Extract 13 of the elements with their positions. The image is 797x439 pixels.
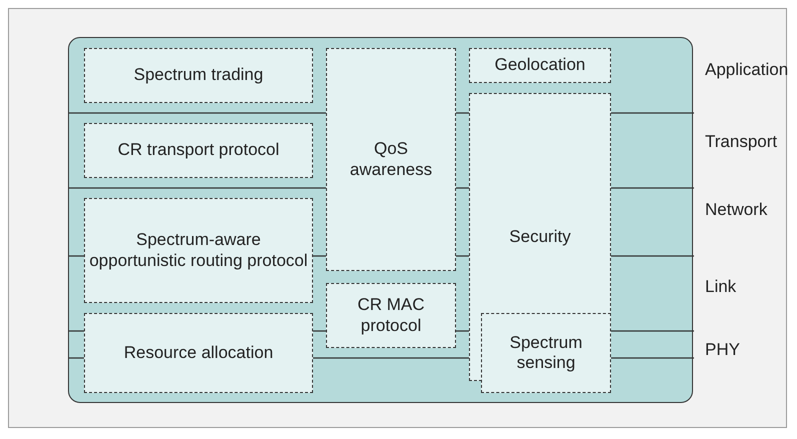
module-box: Geolocation [469, 48, 611, 83]
module-box: Spectrum trading [84, 48, 313, 103]
module-box: Spectrum sensing [481, 313, 611, 393]
module-box: Spectrum-aware opportunistic routing protocol [84, 198, 313, 303]
module-box: CR MAC protocol [326, 283, 456, 348]
layer-label: Application [705, 60, 788, 80]
layer-label: PHY [705, 340, 740, 360]
layer-label: Link [705, 277, 736, 297]
layer-label: Transport [705, 132, 778, 152]
module-box: CR transport protocol [84, 123, 313, 178]
layer-label: Network [705, 200, 768, 220]
module-box: Resource allocation [84, 313, 313, 393]
module-box: QoS awareness [326, 48, 456, 271]
